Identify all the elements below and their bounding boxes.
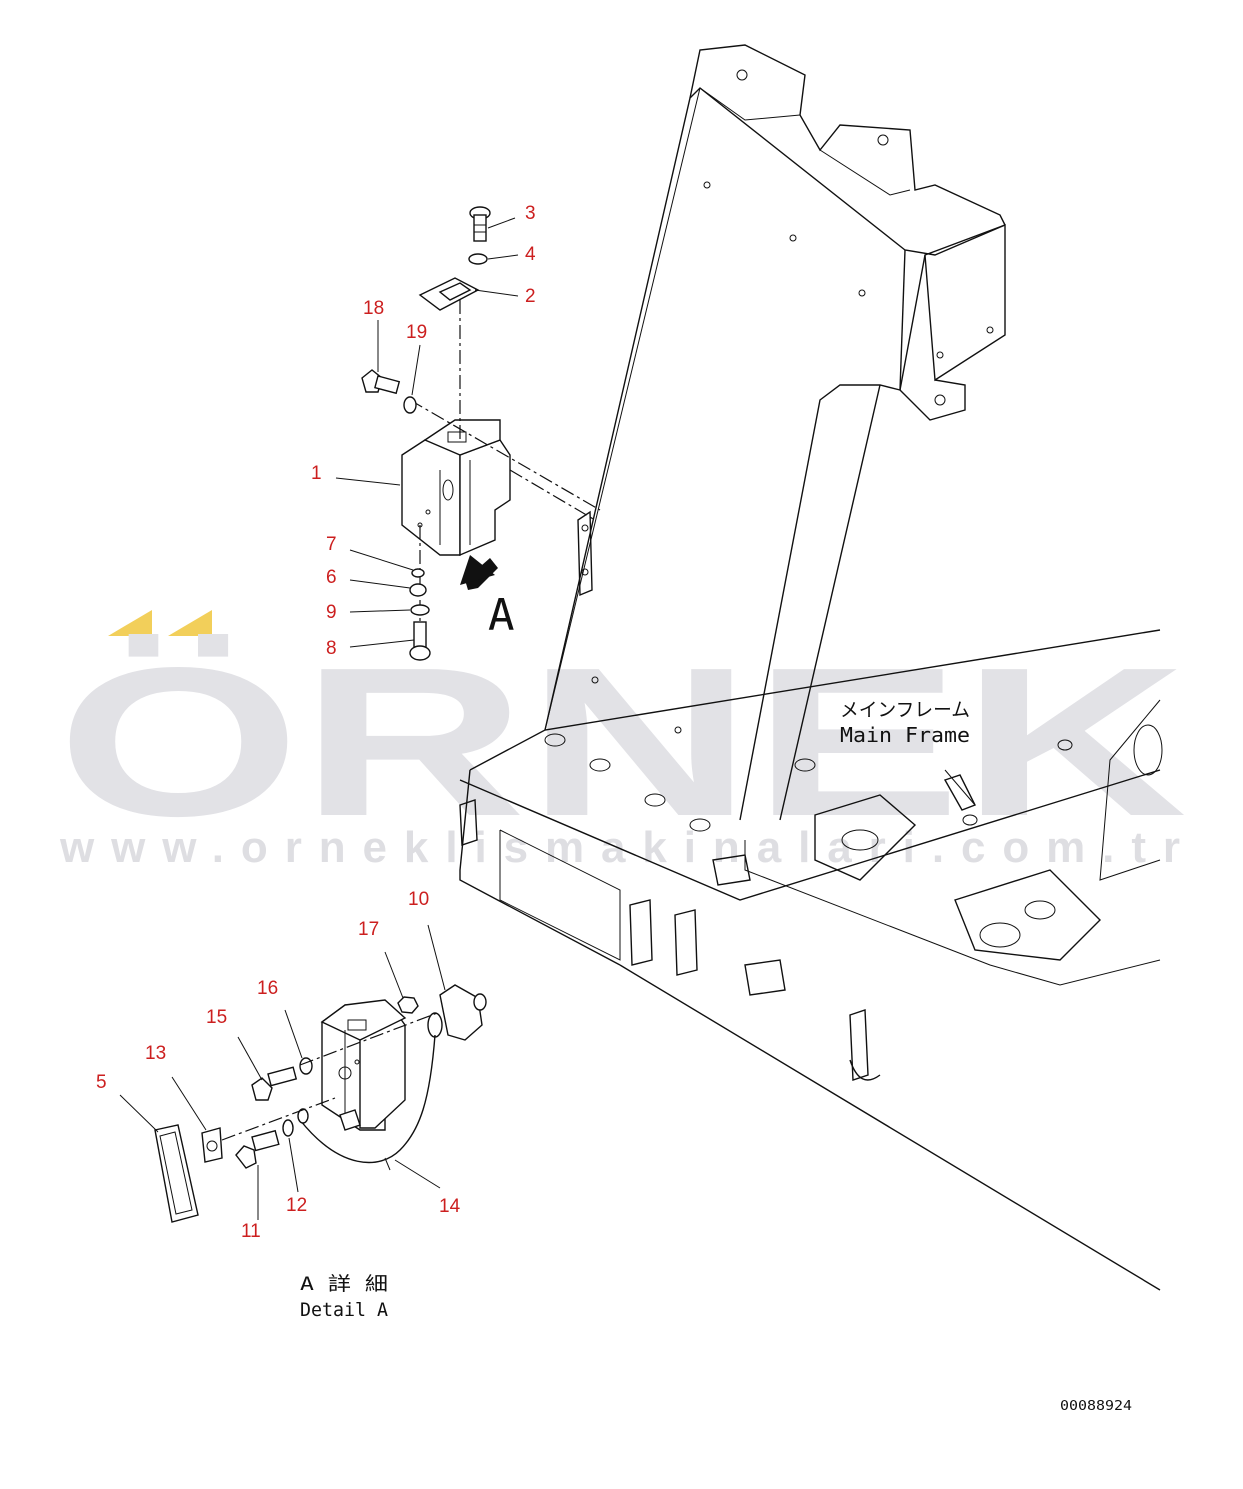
callout-2: 2 — [525, 286, 536, 307]
drawing-number: 00088924 — [1060, 1399, 1132, 1414]
callout-19: 19 — [406, 322, 427, 343]
callout-16: 16 — [257, 978, 278, 999]
callout-11: 11 — [241, 1221, 261, 1242]
callout-14: 14 — [439, 1196, 461, 1217]
callout-13: 13 — [145, 1043, 166, 1064]
callout-7: 7 — [326, 534, 337, 555]
detail-label-en: Detail A — [300, 1299, 389, 1321]
washer-4 — [468, 253, 488, 265]
callout-17: 17 — [358, 919, 379, 940]
washer-9 — [410, 604, 430, 616]
detail-label-jp: A 詳 細 — [300, 1273, 388, 1295]
callout-10: 10 — [408, 889, 429, 910]
controller-assembly — [401, 300, 601, 640]
detail-a-assembly — [154, 984, 487, 1223]
main-frame-label-en: Main Frame — [840, 723, 970, 747]
watermark-accent-right — [168, 610, 212, 636]
watermark-accent-left — [108, 610, 152, 636]
callout-9: 9 — [326, 602, 337, 623]
washer-7 — [411, 568, 425, 578]
cover-plate — [418, 277, 480, 311]
bolt-3 — [469, 206, 491, 242]
text-labels: メインフレーム Main Frame A 詳 細 Detail A 000889… — [300, 699, 1132, 1414]
main-frame-drawing — [459, 44, 1163, 1291]
leader-lines — [119, 217, 519, 1220]
watermark: ÖRNEK www.orneklismakinalari.com.tr — [57, 610, 1187, 872]
callout-1: 1 — [311, 463, 322, 484]
callout-6: 6 — [326, 567, 337, 588]
callout-8: 8 — [326, 638, 337, 659]
callout-18: 18 — [363, 298, 384, 319]
washer-19 — [403, 396, 417, 414]
bolt-18 — [361, 369, 401, 395]
callouts: 1 2 3 4 5 6 7 8 9 10 11 12 13 14 15 16 1… — [96, 203, 536, 1242]
nut-6 — [409, 583, 427, 597]
view-arrow: A — [460, 555, 515, 641]
view-arrow-label: A — [488, 590, 515, 641]
callout-4: 4 — [525, 244, 536, 265]
main-frame-label-jp: メインフレーム — [840, 699, 970, 721]
callout-3: 3 — [525, 203, 536, 224]
callout-15: 15 — [206, 1007, 227, 1028]
callout-12: 12 — [286, 1195, 307, 1216]
callout-5: 5 — [96, 1072, 107, 1093]
bolt-8 — [409, 621, 431, 661]
